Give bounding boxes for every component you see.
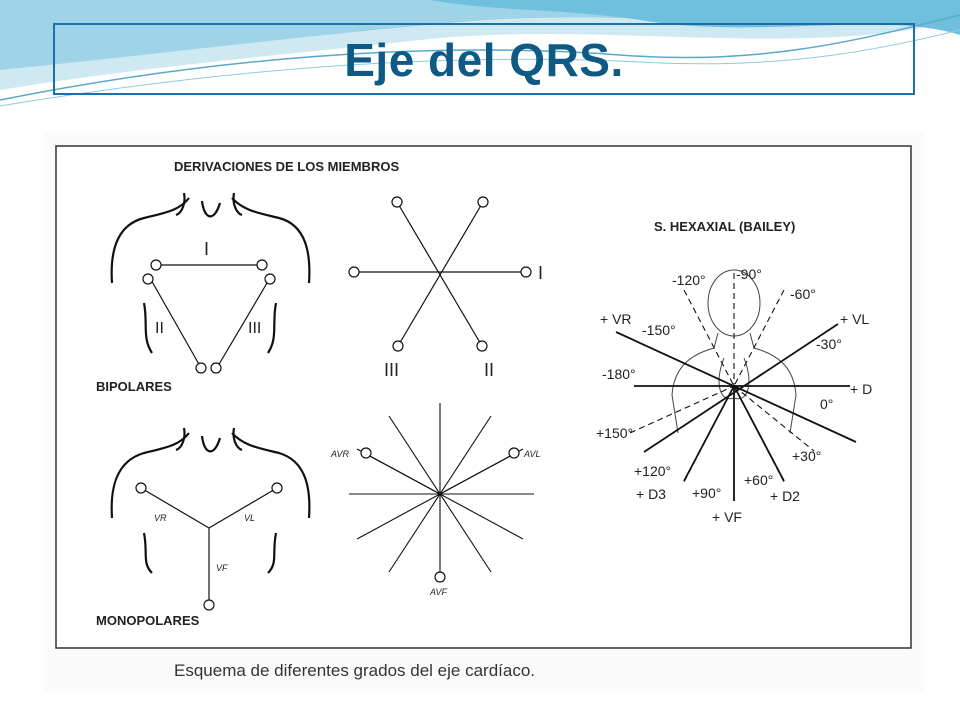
limb-leads-header: DERIVACIONES DE LOS MIEMBROS — [174, 159, 399, 174]
figure-caption: Esquema de diferentes grados del eje car… — [174, 661, 536, 680]
wilson-leads — [140, 487, 278, 603]
lead-II-label: II — [155, 320, 164, 337]
header-wave-decoration — [0, 0, 960, 107]
triaxial-reference — [354, 201, 526, 347]
label-minus-30: -30° — [816, 336, 842, 352]
label-zero: 0° — [820, 396, 833, 412]
triaxial-electrodes — [348, 196, 532, 352]
hexaxial-labels: -120° -90° -60° + VR -150° + VL -30° -18… — [596, 266, 872, 525]
monopolares-label: MONOPOLARES — [96, 613, 200, 628]
label-minus-180: -180° — [602, 366, 636, 382]
label-plus-VL: + VL — [840, 311, 869, 327]
label-plus-VR: + VR — [600, 311, 632, 327]
slide-title: Eje del QRS. — [344, 34, 624, 86]
title-frame: Eje del QRS. — [53, 23, 915, 95]
hexaxial-title: S. HEXAXIAL (BAILEY) — [654, 219, 795, 234]
label-plus-D: + D — [850, 381, 872, 397]
label-plus-30: +30° — [792, 448, 821, 464]
label-plus-120: +120° — [634, 463, 671, 479]
label-plus-D2: + D2 — [770, 488, 800, 504]
augmented-electrodes — [360, 447, 520, 583]
hexaxial-dashed-axes — [629, 273, 815, 483]
scanned-figure: DERIVACIONES DE LOS MIEMBROS I II III BI… — [44, 133, 924, 691]
AVL-label: AVL — [523, 449, 541, 459]
bipolares-label: BIPOLARES — [96, 379, 172, 394]
label-plus-60: +60° — [744, 472, 773, 488]
label-plus-VF: + VF — [712, 509, 742, 525]
label-minus-60: -60° — [790, 286, 816, 302]
lead-III-label: III — [248, 320, 261, 337]
augmented-star — [349, 403, 534, 573]
label-plus-150: +150° — [596, 425, 633, 441]
lead-VL-label: VL — [244, 513, 255, 523]
einthoven-triangle — [149, 264, 271, 367]
triaxial-I-label: I — [538, 263, 543, 283]
label-plus-D3: + D3 — [636, 486, 666, 502]
label-plus-90: +90° — [692, 485, 721, 501]
AVR-label: AVR — [330, 449, 350, 459]
label-minus-150: -150° — [642, 322, 676, 338]
torso-bipolar — [110, 192, 311, 354]
lead-VR-label: VR — [154, 513, 167, 523]
label-minus-120: -120° — [672, 272, 706, 288]
ecg-axis-diagram: DERIVACIONES DE LOS MIEMBROS I II III BI… — [55, 145, 912, 649]
triaxial-II-label: II — [484, 360, 494, 380]
lead-VF-label: VF — [216, 563, 228, 573]
lead-I-label: I — [204, 239, 209, 259]
AVF-label: AVF — [429, 587, 448, 597]
label-minus-90: -90° — [736, 266, 762, 282]
torso-monopolar — [110, 427, 311, 574]
bipolar-electrodes — [142, 259, 276, 374]
triaxial-III-label: III — [384, 360, 399, 380]
monopolar-electrodes — [135, 482, 283, 611]
